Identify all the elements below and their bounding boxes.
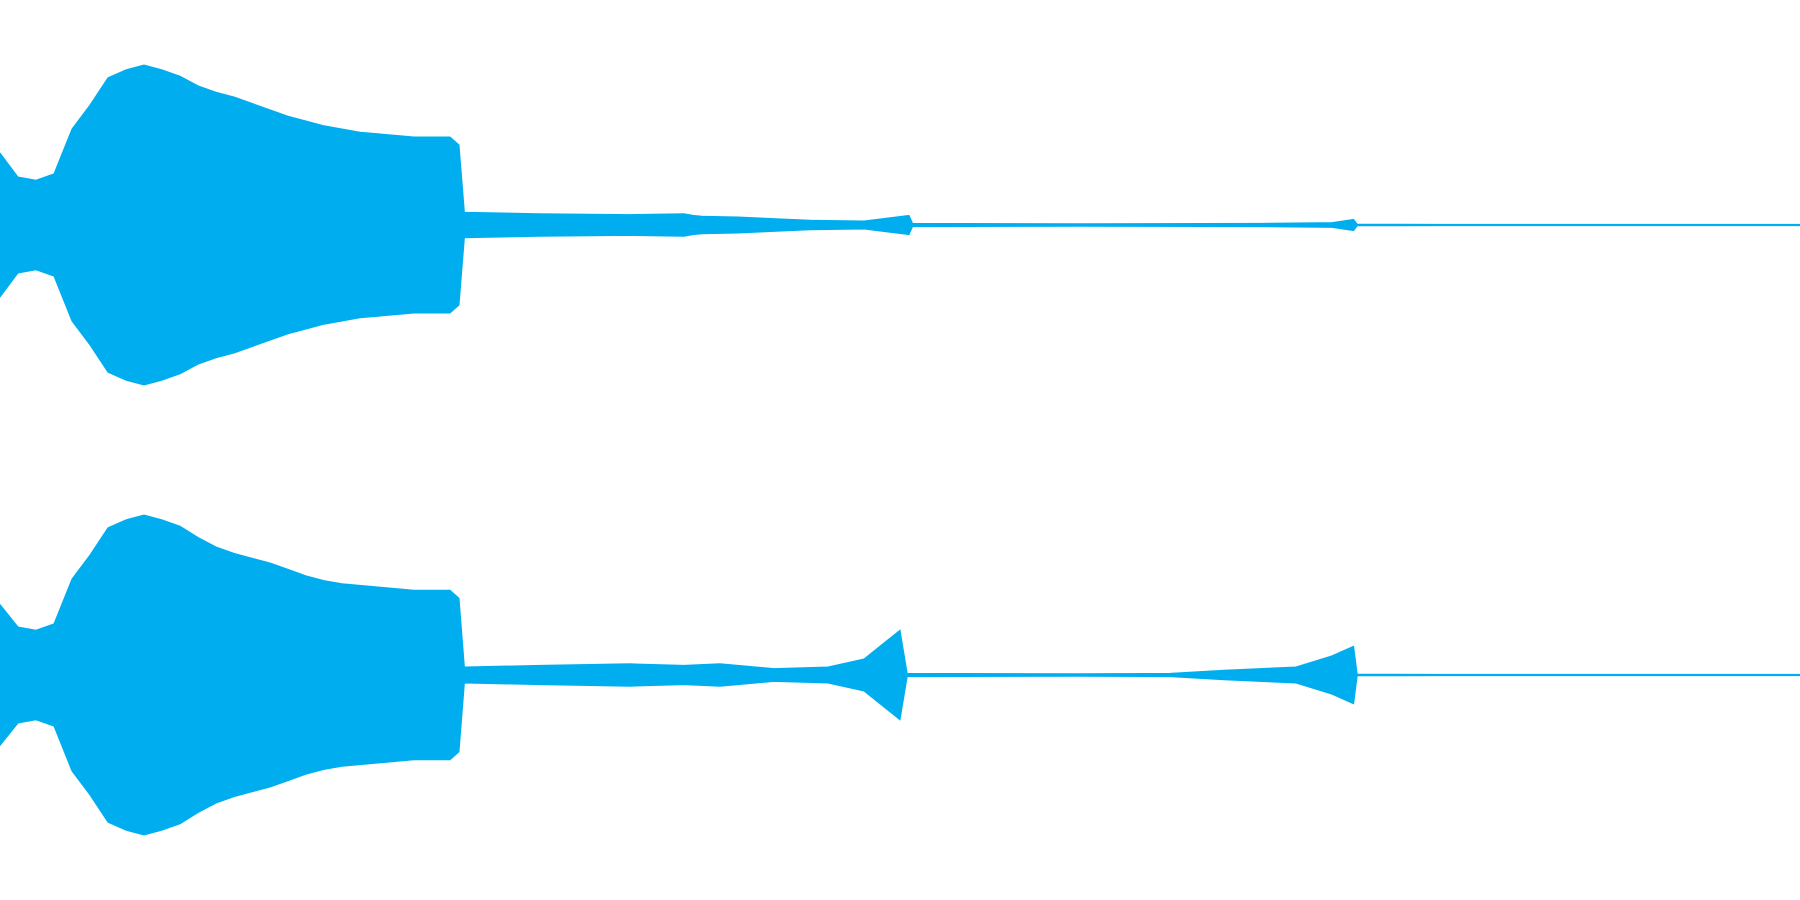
waveform-envelope	[0, 514, 1800, 836]
waveform-envelope	[0, 64, 1800, 386]
waveform-channel-1	[0, 64, 1800, 386]
waveform-channel-2	[0, 450, 1800, 900]
waveform-channel-1-plot	[0, 64, 1800, 386]
waveform-channel-2-plot	[0, 514, 1800, 836]
